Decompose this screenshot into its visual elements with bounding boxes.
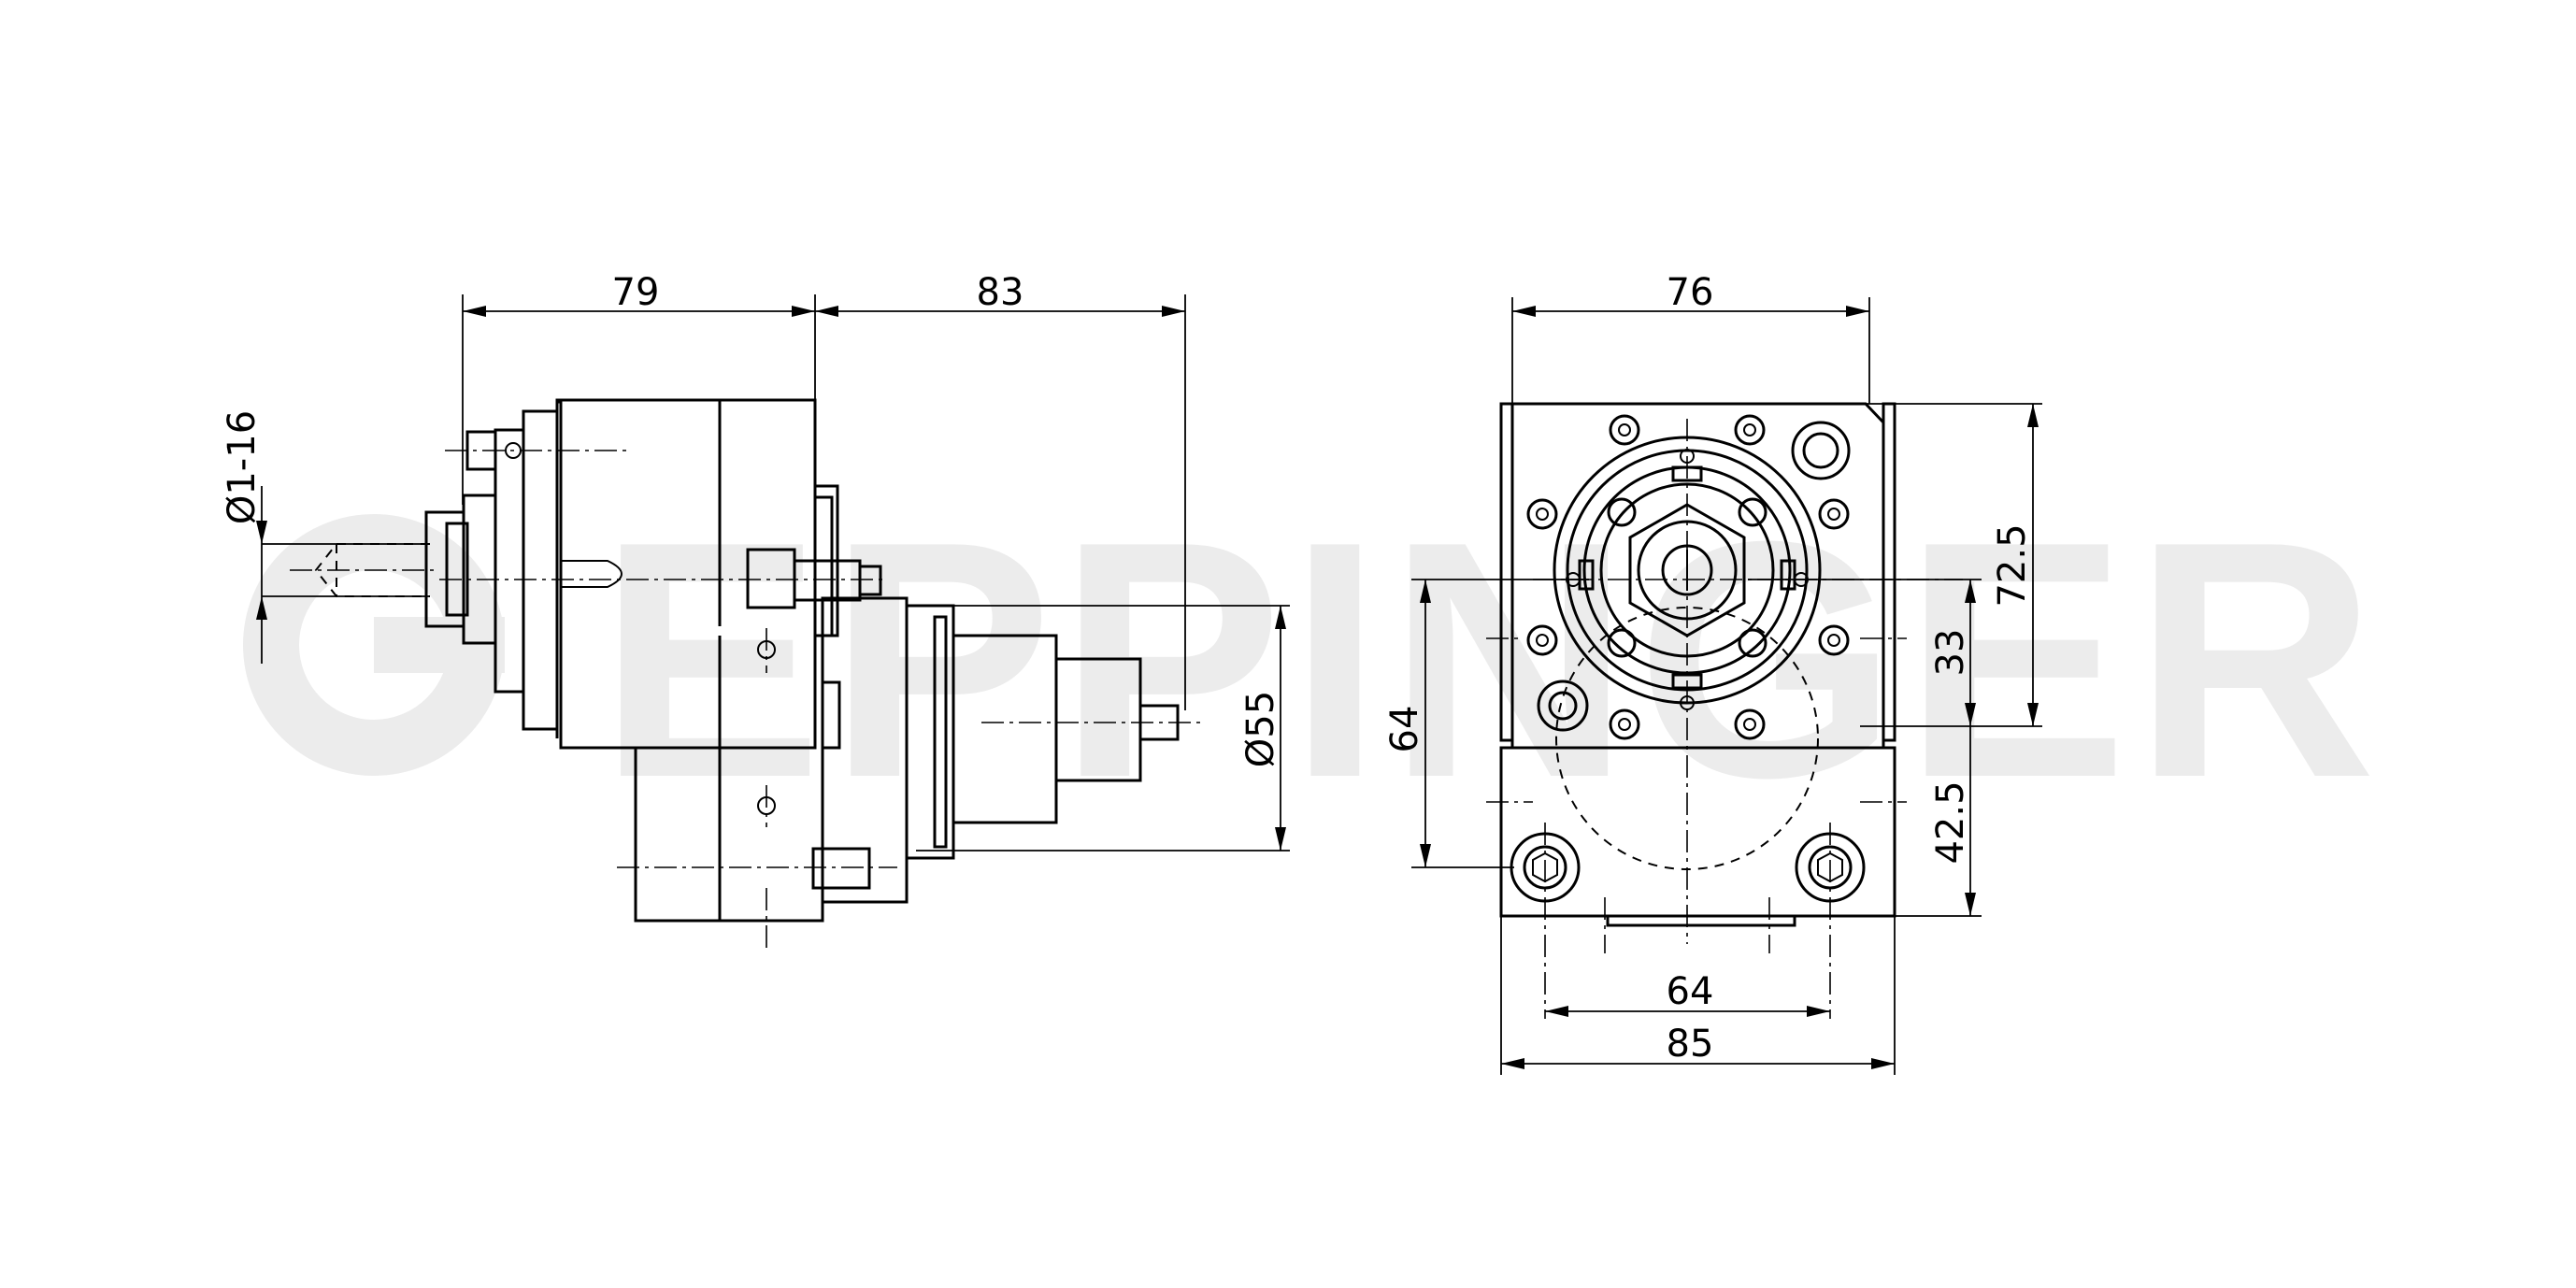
side-view: 79 83 Ø1-16 Ø55 xyxy=(221,271,1290,949)
coolant-port-lower-left-inner xyxy=(1548,691,1578,721)
front-left-rib xyxy=(1499,402,1514,742)
dim-spindle-diameter: Ø55 xyxy=(916,605,1290,852)
dim-72-5: 72.5 xyxy=(1860,403,2042,727)
drive-shaft-tip xyxy=(561,560,623,588)
dim-79-text: 79 xyxy=(612,271,660,314)
spindle-ring-groove xyxy=(933,615,948,849)
front-view: 76 72.5 33 42.5 xyxy=(1383,271,2042,1075)
dim-64-vertical: 64 xyxy=(1383,579,1589,868)
front-base-foot xyxy=(1606,914,1796,927)
dim-79: 79 xyxy=(462,271,816,505)
dim-83: 83 xyxy=(815,271,1186,710)
dim-85-text: 85 xyxy=(1667,1023,1714,1066)
dim-76-text: 76 xyxy=(1667,271,1714,314)
flange-bolts xyxy=(1526,414,1850,740)
eppinger-watermark: EPPINGER xyxy=(243,472,2382,848)
collet-holder xyxy=(462,494,497,645)
dim-33-text: 33 xyxy=(1929,629,1972,677)
dim-collet-range: Ø1-16 xyxy=(221,410,430,664)
lower-clamp xyxy=(811,847,871,890)
dim-76: 76 xyxy=(1511,271,1870,404)
dim-83-text: 83 xyxy=(977,271,1024,314)
watermark-text: EPPINGER xyxy=(598,472,2382,848)
side-flange-ring xyxy=(522,409,559,731)
coolant-port-top-right-inner xyxy=(1802,432,1839,469)
ring-key-left xyxy=(1578,559,1595,591)
dim-55-text: Ø55 xyxy=(1239,691,1282,767)
dim-42-5: 42.5 xyxy=(1895,726,1982,917)
logo-mark xyxy=(243,514,505,776)
collet-nut-inner xyxy=(445,522,469,617)
dim-collet-text: Ø1-16 xyxy=(221,410,264,524)
dim-64-vertical-text: 64 xyxy=(1383,706,1426,753)
side-rail xyxy=(813,484,839,637)
coolant-port-top-right xyxy=(1791,421,1851,480)
dim-64-horizontal: 64 xyxy=(1545,970,1830,1017)
coolant-port-lower-left xyxy=(1537,680,1589,732)
dim-85: 85 xyxy=(1500,916,1896,1075)
dim-72-5-text: 72.5 xyxy=(1991,523,2034,607)
dim-33: 33 xyxy=(1748,579,1982,726)
dim-42-5-text: 42.5 xyxy=(1929,780,1972,864)
coupling-pin-end xyxy=(858,565,882,596)
ring-key-right xyxy=(1780,559,1796,591)
dim-64-horizontal-text: 64 xyxy=(1667,970,1714,1013)
